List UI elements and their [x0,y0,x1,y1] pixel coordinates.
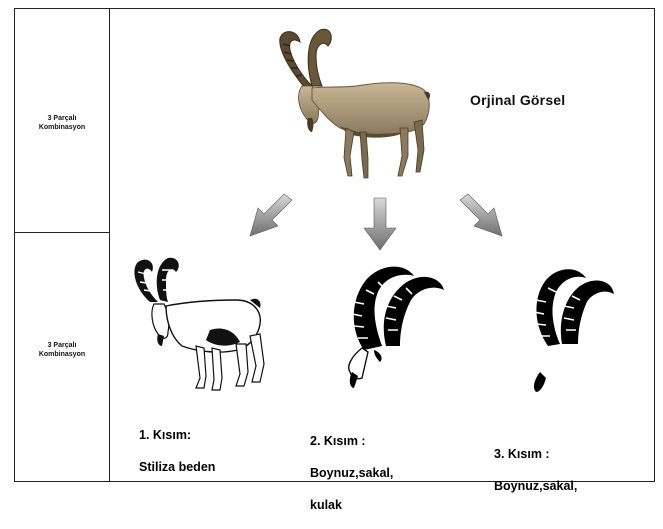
original-image-title: Orjinal Görsel [470,92,565,108]
diagram-canvas [0,0,663,489]
part3-caption-line1: 3. Kısım : [494,446,577,462]
arrow-left [250,194,292,236]
part2-caption-line1: 2. Kısım : [310,433,393,449]
part1-caption-line2: Stiliza beden [139,459,215,475]
part1-caption-line1: 1. Kısım: [139,427,215,443]
part2-caption-line3: kulak [310,497,393,513]
arrow-right [460,194,502,236]
horn-beard-icon [534,269,614,392]
part2-caption-line2: Boynuz,sakal, [310,465,393,481]
horn-beard-ear-icon [349,267,444,388]
part2-caption: 2. Kısım : Boynuz,sakal, kulak [310,417,393,529]
part3-caption: 3. Kısım : Boynuz,sakal, [494,430,577,510]
stylized-ibex-body-icon [134,258,264,390]
part1-caption: 1. Kısım: Stiliza beden [139,411,215,491]
part3-caption-line2: Boynuz,sakal, [494,478,577,494]
original-ibex-image [280,29,430,178]
arrow-center [364,198,396,250]
